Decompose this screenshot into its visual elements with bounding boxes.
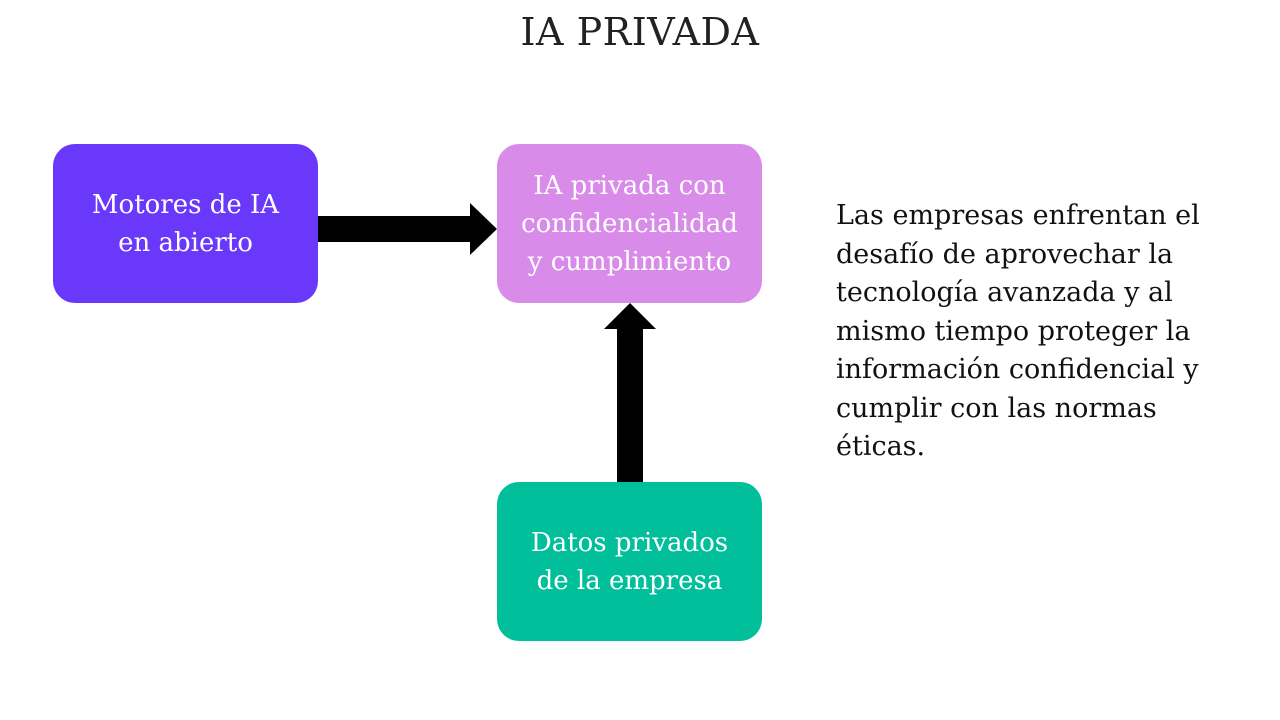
node-private-ai: IA privada con confidencialidad y cumpli… [497, 144, 762, 303]
node-company-data-label: Datos privados de la empresa [530, 527, 729, 596]
arrow-data-to-private [604, 303, 656, 482]
slide-title: IA PRIVADA [520, 10, 760, 54]
node-open-engines: Motores de IA en abierto [53, 144, 318, 303]
description-text: Las empresas enfrentan el desafío de apr… [836, 200, 1200, 462]
node-open-engines-label: Motores de IA en abierto [91, 189, 280, 258]
arrow-open-to-private [318, 203, 497, 255]
node-company-data: Datos privados de la empresa [497, 482, 762, 641]
node-private-ai-label: IA privada con confidencialidad y cumpli… [521, 170, 738, 277]
